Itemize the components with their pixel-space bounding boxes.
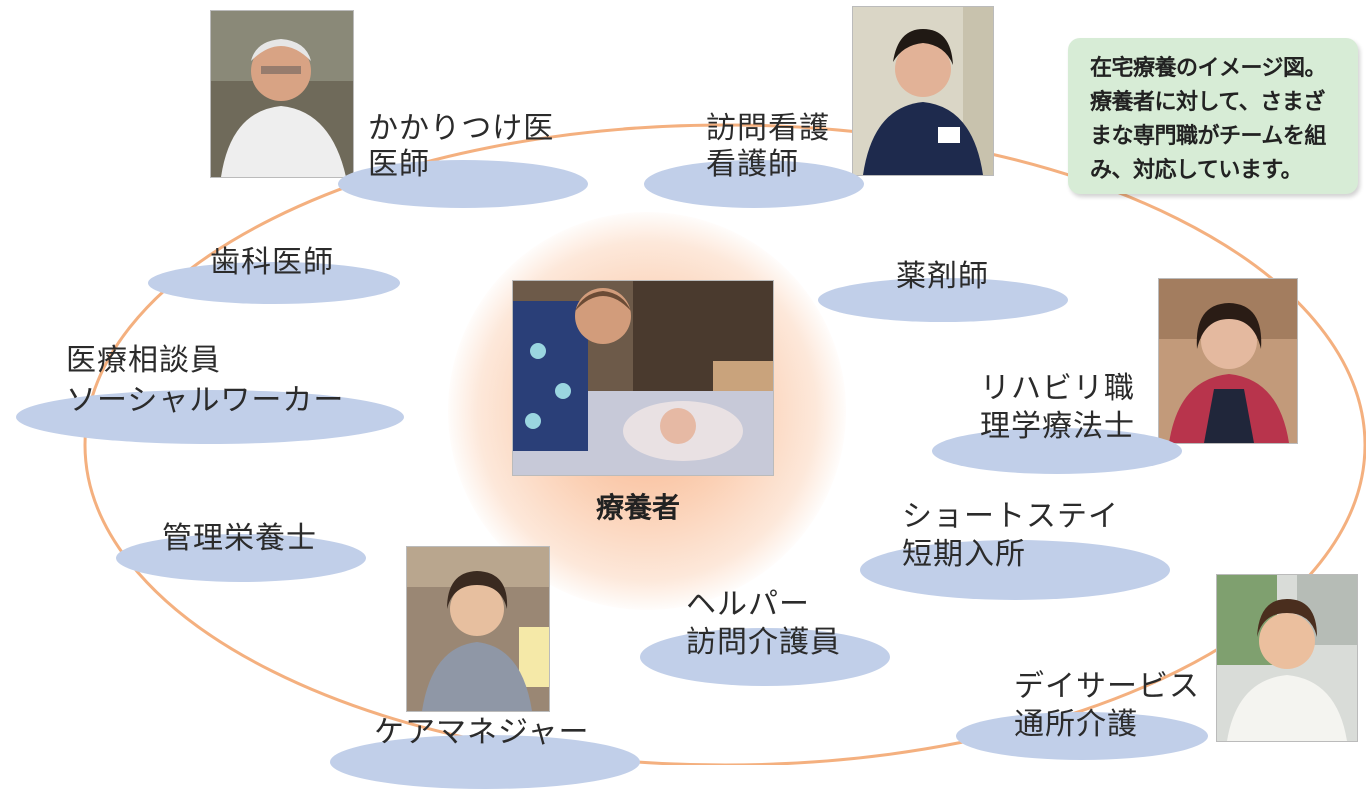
note-line-2: 療養者に対して、さまざ [1090, 90, 1325, 115]
day-service-bubble [956, 712, 1208, 760]
patient-photo [512, 280, 774, 476]
day-service-photo [1216, 574, 1358, 742]
rehab-bubble [932, 428, 1182, 474]
therapist-photo [1158, 278, 1298, 444]
note-line-1: 在宅療養のイメージ図。 [1090, 56, 1327, 81]
helper-label-line1: ヘルパー [686, 587, 810, 622]
explanation-note-text: 在宅療養のイメージ図。 療養者に対して、さまざ まな専門職がチームを組 み、対応… [1090, 52, 1352, 188]
patient-label: 療養者 [596, 491, 681, 524]
day-service-label-line2: 通所介護 [1014, 707, 1138, 742]
social-worker-bubble [16, 390, 404, 444]
explanation-note: 在宅療養のイメージ図。 療養者に対して、さまざ まな専門職がチームを組 み、対応… [1068, 38, 1358, 194]
nurse-bubble [644, 160, 864, 208]
day-service-label-line1: デイサービス [1014, 669, 1200, 704]
social-worker-label-line2: ソーシャルワーカー [66, 383, 345, 418]
social-worker-label-line1: 医療相談員 [66, 343, 221, 378]
dentist-bubble [148, 262, 400, 304]
pharmacist-bubble [818, 278, 1068, 322]
doctor-label-line1: かかりつけ医 [368, 111, 555, 146]
team-ring [83, 123, 1366, 765]
nurse-label-line1: 訪問看護 [706, 111, 830, 146]
doctor-label-line2: 医師 [368, 147, 430, 182]
helper-bubble [640, 628, 890, 686]
note-line-4: み、対応しています。 [1090, 158, 1303, 183]
short-stay-label-line2: 短期入所 [902, 537, 1026, 572]
rehab-label-line1: リハビリ職 [980, 371, 1135, 406]
pharmacist-label: 薬剤師 [896, 259, 989, 294]
nutritionist-bubble [116, 534, 366, 582]
nutritionist-label: 管理栄養士 [162, 521, 317, 556]
helper-label-line2: 訪問介護員 [686, 625, 841, 660]
rehab-label-line2: 理学療法士 [980, 409, 1135, 444]
nurse-photo [852, 6, 994, 176]
note-line-3: まな専門職がチームを組 [1090, 124, 1326, 149]
doctor-bubble [338, 160, 588, 208]
short-stay-label-line1: ショートステイ [902, 499, 1119, 534]
doctor-photo [210, 10, 354, 178]
care-manager-photo [406, 546, 550, 712]
nurse-label-line2: 看護師 [706, 147, 799, 182]
care-manager-label: ケアマネジャー [374, 715, 590, 750]
dentist-label: 歯科医師 [210, 245, 334, 280]
short-stay-bubble [860, 540, 1170, 600]
